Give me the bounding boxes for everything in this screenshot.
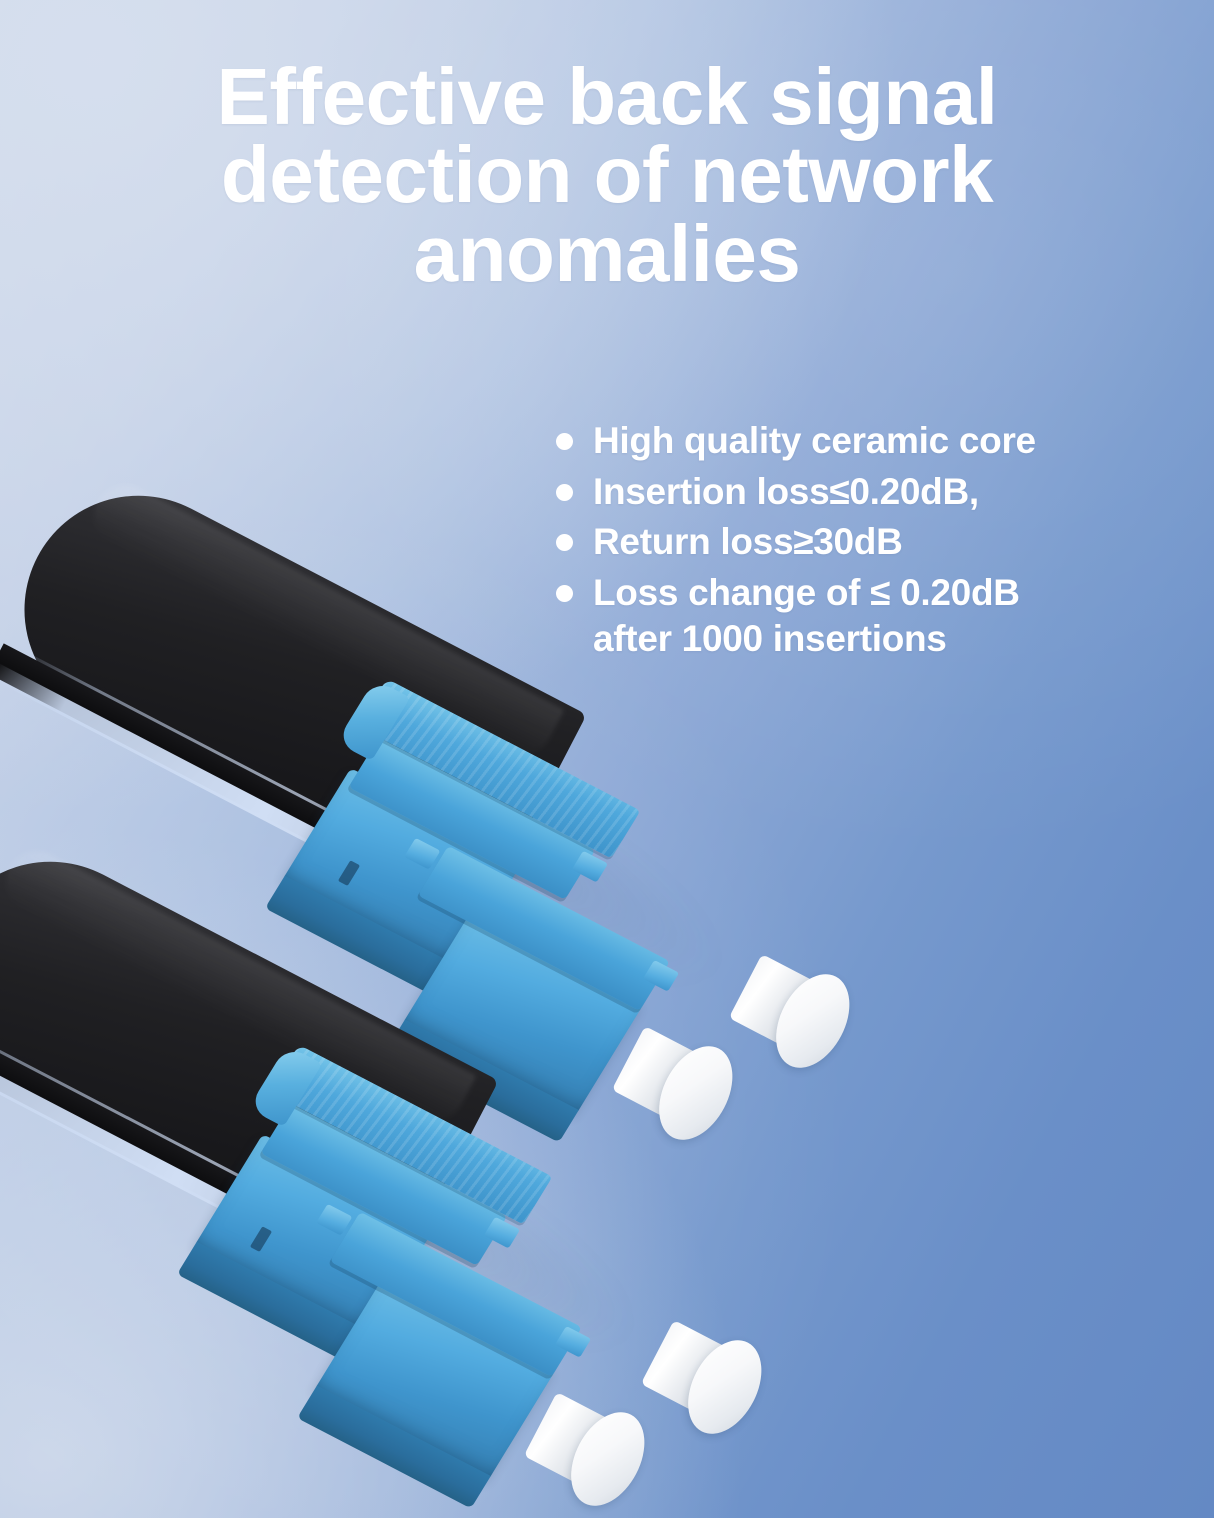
list-item: High quality ceramic core (556, 418, 1202, 465)
bullet-point-icon (556, 584, 573, 602)
feature-text: Insertion loss≤0.20dB, (593, 470, 979, 512)
list-item: Insertion loss≤0.20dB, (556, 469, 1202, 516)
list-item: Loss change of ≤ 0.20dB after 1000 inser… (556, 570, 1202, 663)
list-item: Return loss≥30dB (556, 519, 1202, 566)
lc-duplex-connector-lower (0, 812, 770, 1509)
feature-text: High quality ceramic core (593, 420, 1036, 461)
bullet-point-icon (556, 433, 573, 450)
bullet-point-icon (556, 534, 573, 552)
feature-text: Return loss≥30dB (593, 521, 903, 563)
bullet-point-icon (556, 483, 573, 501)
feature-list: High quality ceramic core Insertion loss… (556, 418, 1202, 667)
page-title: Effective back signal detection of netwo… (216, 52, 998, 298)
feature-text: Loss change of ≤ 0.20dB after 1000 inser… (593, 571, 1020, 660)
